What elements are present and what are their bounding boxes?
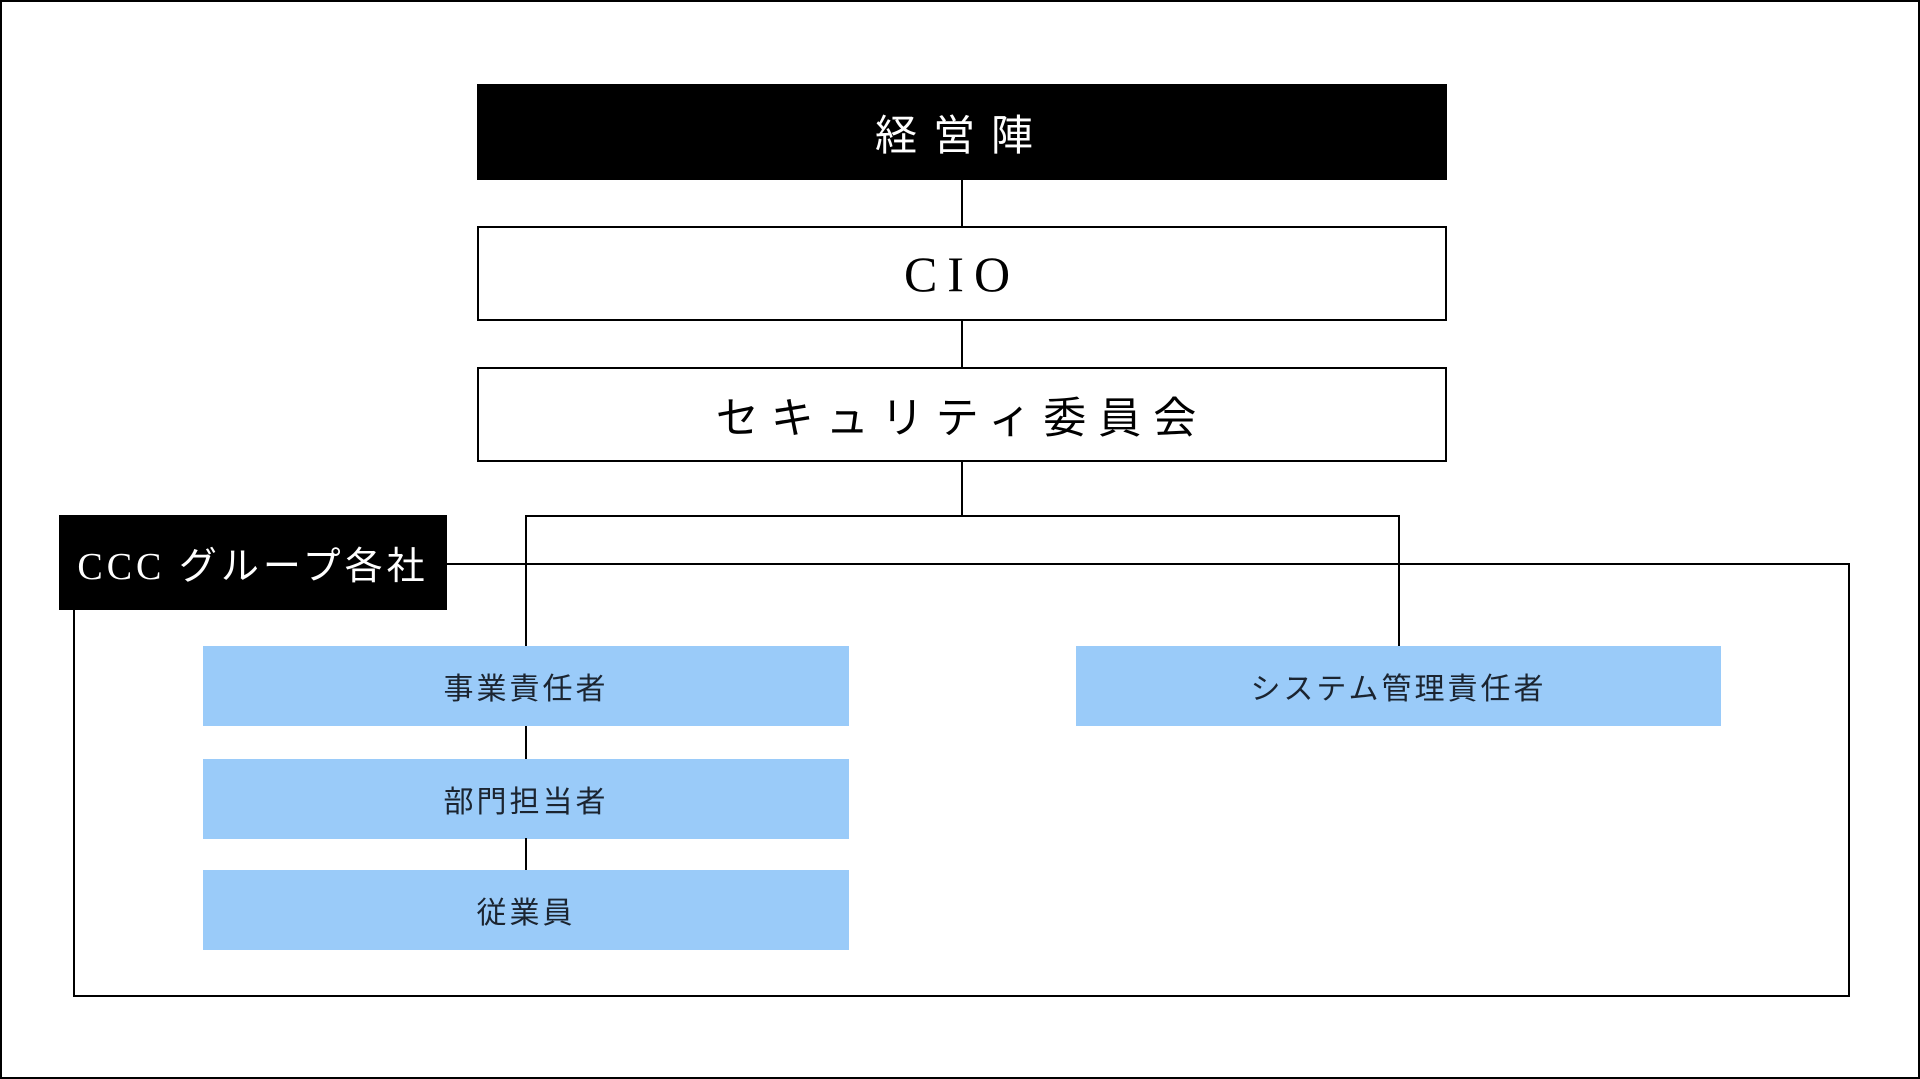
- node-system-admin: システム管理責任者: [1076, 646, 1721, 726]
- node-management: 経営陣: [477, 84, 1447, 180]
- node-business-owner-label: 事業責任者: [443, 673, 609, 706]
- node-business-owner: 事業責任者: [203, 646, 849, 726]
- node-employee: 従業員: [203, 870, 849, 950]
- connector-branch-to-business-owner: [525, 515, 527, 646]
- connector-management-cio: [961, 180, 963, 226]
- connector-department-staff-employee: [525, 838, 527, 870]
- node-security-committee: セキュリティ委員会: [477, 367, 1447, 462]
- connector-branch-to-system-admin: [1398, 515, 1400, 646]
- node-employee-label: 従業員: [476, 897, 576, 930]
- node-management-label: 経営陣: [874, 113, 1049, 160]
- connector-business-owner-department-staff: [525, 726, 527, 759]
- connector-branch-bar: [525, 515, 1400, 517]
- group-companies-container: [73, 563, 1850, 997]
- connector-security-committee-branch: [961, 462, 963, 515]
- node-cio-label: CIO: [903, 245, 1021, 302]
- node-group-companies: CCC グループ各社: [59, 515, 447, 610]
- node-department-staff: 部門担当者: [203, 759, 849, 839]
- node-group-companies-label: CCC グループ各社: [77, 546, 429, 588]
- node-department-staff-label: 部門担当者: [443, 786, 609, 819]
- node-cio: CIO: [477, 226, 1447, 321]
- connector-cio-security-committee: [961, 321, 963, 367]
- node-security-committee-label: セキュリティ委員会: [715, 395, 1209, 443]
- node-system-admin-label: システム管理責任者: [1250, 673, 1547, 706]
